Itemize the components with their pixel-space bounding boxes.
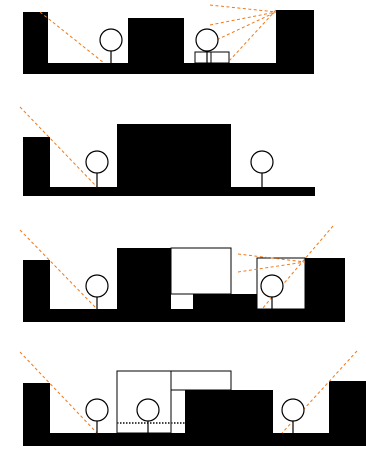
panel-1-low-structure-outline (195, 52, 229, 63)
panel-1-tree-left (100, 29, 122, 63)
tree-crown-icon (282, 399, 304, 421)
panel-2-tree-right (251, 151, 273, 187)
panel-2 (20, 107, 315, 196)
panel-4-tree-right (282, 399, 304, 433)
tree-crown-icon (86, 151, 108, 173)
panel-1-tree-right (196, 29, 218, 63)
panel-2-tree-left (86, 151, 108, 187)
panel-3 (20, 226, 345, 322)
panel-1 (23, 5, 314, 74)
panel-3-ground-and-buildings (23, 248, 345, 322)
tree-crown-icon (196, 29, 218, 51)
panel-1-ground-and-buildings (23, 10, 314, 74)
panel-3-tall-structure-outline (171, 248, 231, 294)
tree-crown-icon (137, 399, 159, 421)
tree-crown-icon (100, 29, 122, 51)
panel-4-tree-middle (137, 399, 159, 433)
panel-1-reflected-ray-a (210, 5, 276, 12)
panel-1-reflected-ray-b (210, 12, 276, 25)
panel-4-tree-left (86, 399, 108, 433)
panel-1-reflected-ray-c (212, 12, 276, 42)
panel-1-incident-ray-right (230, 10, 276, 60)
tree-crown-icon (86, 399, 108, 421)
tree-crown-icon (261, 275, 283, 297)
panel-4-mid-structure-outline (171, 371, 231, 390)
panel-3-reflected-ray-b (238, 262, 305, 272)
panel-4-ground-and-buildings (23, 381, 366, 446)
panel-3-tree-right (261, 275, 283, 309)
tree-crown-icon (86, 275, 108, 297)
panel-3-tree-left (86, 275, 108, 309)
tree-crown-icon (251, 151, 273, 173)
panel-1-incident-ray (40, 12, 104, 63)
panel-4 (20, 351, 366, 446)
